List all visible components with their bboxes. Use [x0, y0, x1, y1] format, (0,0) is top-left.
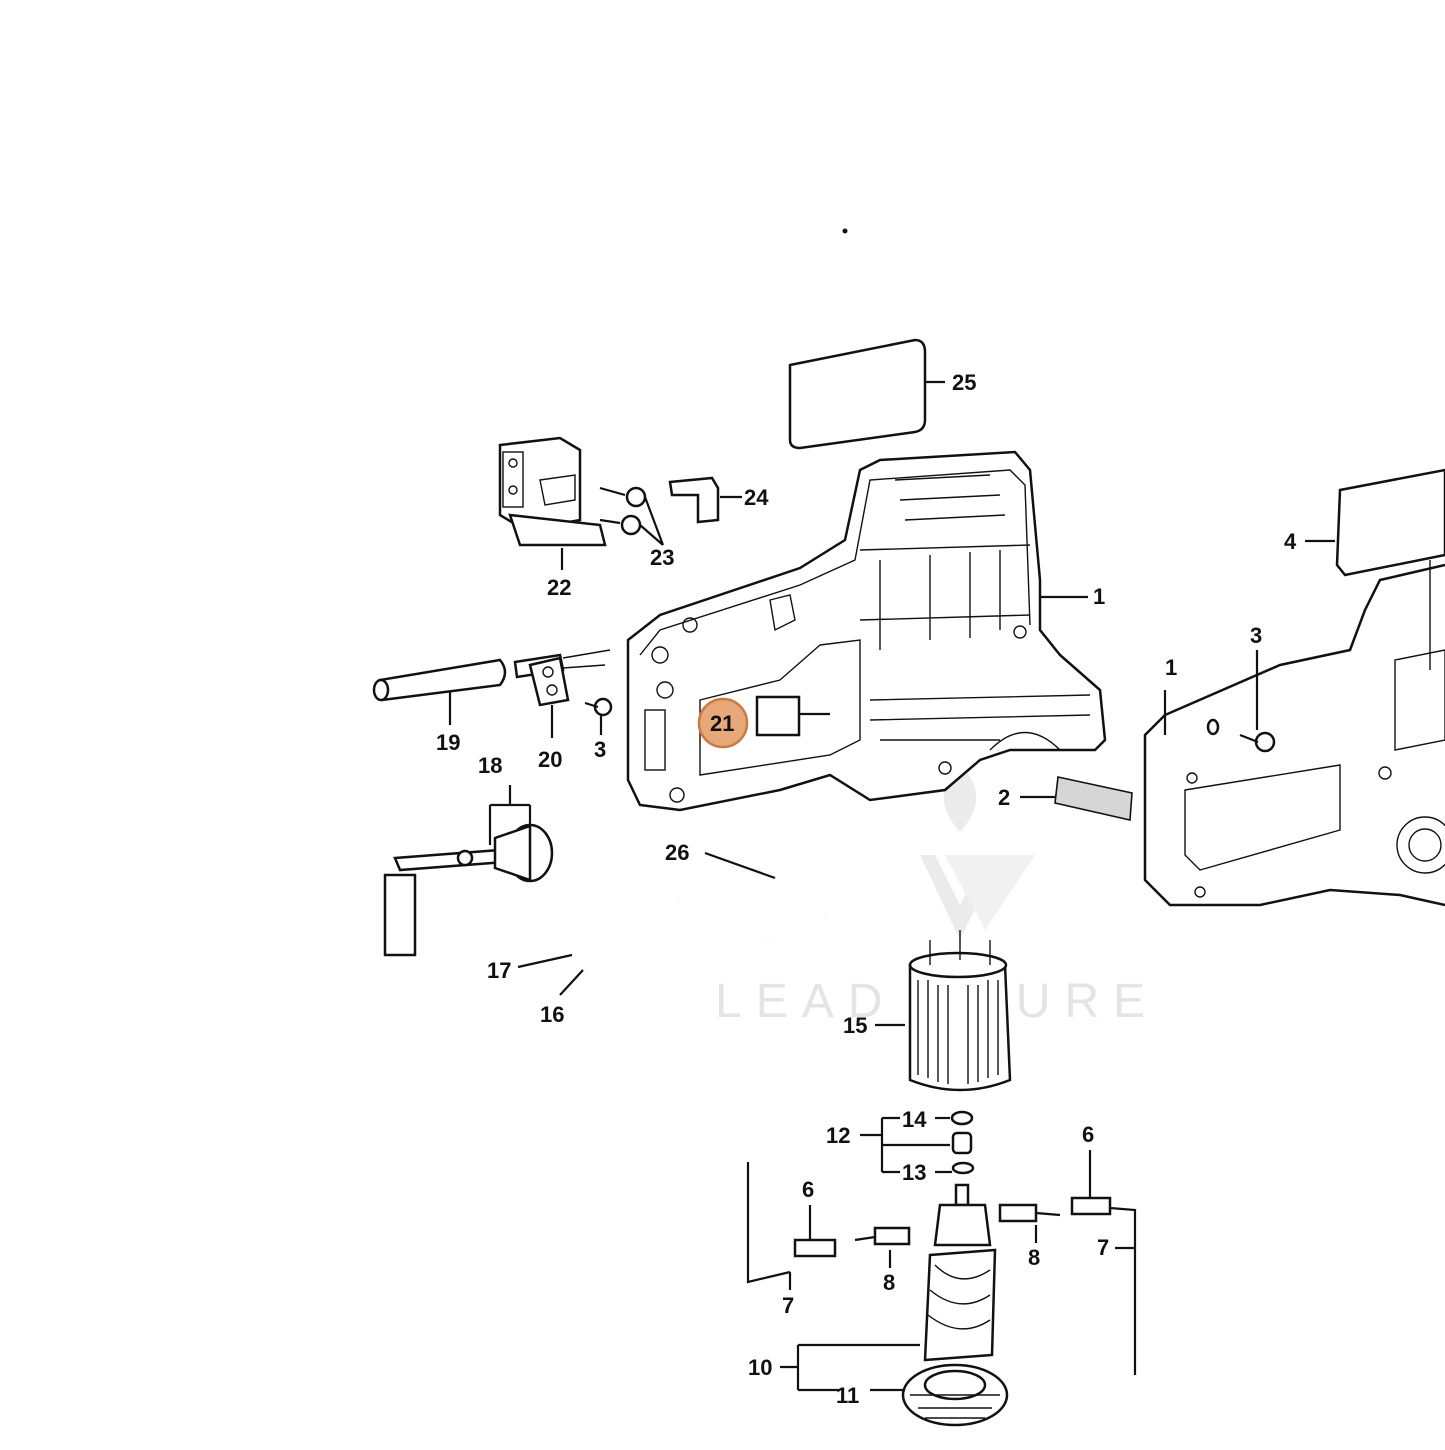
part-26-hex-key: [677, 830, 820, 900]
callout-23[interactable]: 23: [650, 545, 674, 570]
part-15-stator: [875, 930, 1012, 1092]
part-10-armature: [780, 1183, 1009, 1427]
callout-10[interactable]: 10: [748, 1355, 772, 1380]
callout-14[interactable]: 14: [902, 1107, 927, 1132]
callout-8-right[interactable]: 8: [1028, 1245, 1040, 1270]
callout-13[interactable]: 13: [902, 1160, 926, 1185]
callout-16[interactable]: 16: [540, 1002, 564, 1027]
callout-21[interactable]: 21: [710, 711, 734, 736]
callout-11[interactable]: 11: [836, 1383, 859, 1408]
part-17-rod: [517, 916, 826, 969]
callout-24[interactable]: 24: [744, 485, 769, 510]
part-2-pad: [1020, 776, 1133, 821]
stray-dot: [842, 228, 848, 234]
callout-25[interactable]: 25: [952, 370, 976, 395]
callout-3-right[interactable]: 3: [1250, 623, 1262, 648]
part-24-bracket: [668, 476, 742, 524]
part-6-7-8-brush-left: [746, 1162, 911, 1290]
callout-21-highlight[interactable]: [697, 697, 749, 749]
part-23-screws: [599, 486, 665, 546]
watermark-logo: [920, 770, 1035, 940]
callout-7-left[interactable]: 7: [782, 1293, 794, 1318]
callout-7-right[interactable]: 7: [1097, 1235, 1109, 1260]
callout-18[interactable]: 18: [478, 753, 502, 778]
callout-19[interactable]: 19: [436, 730, 460, 755]
callout-26[interactable]: 26: [665, 840, 689, 865]
part-20-cable-clamp: [528, 656, 570, 738]
callout-2[interactable]: 2: [998, 785, 1010, 810]
part-3-screw-right: [1206, 650, 1276, 753]
part-25-label-plate: [788, 338, 945, 450]
part-3-screw-left: [584, 697, 613, 735]
part-18-cord-protector: [383, 785, 554, 957]
callout-22[interactable]: 22: [547, 575, 571, 600]
callout-1[interactable]: 1: [1093, 584, 1105, 609]
part-6-7-8-brush-right: [998, 1150, 1137, 1375]
callout-17[interactable]: 17: [487, 958, 511, 983]
callout-6-left[interactable]: 6: [802, 1177, 814, 1202]
callout-8-left[interactable]: 8: [883, 1270, 895, 1295]
part-12-14-13-bearing-group: [860, 1110, 975, 1175]
callout-1-right[interactable]: 1: [1165, 655, 1177, 680]
part-1-housing-right: [1143, 468, 1445, 907]
callout-3[interactable]: 3: [594, 737, 606, 762]
callout-20[interactable]: 20: [538, 747, 562, 772]
part-16-rod: [559, 941, 769, 996]
callout-12[interactable]: 12: [826, 1123, 850, 1148]
callout-15[interactable]: 15: [843, 1013, 867, 1038]
part-22-switch: [498, 436, 607, 570]
callout-4[interactable]: 4: [1284, 529, 1297, 554]
callout-6-right[interactable]: 6: [1082, 1122, 1094, 1147]
